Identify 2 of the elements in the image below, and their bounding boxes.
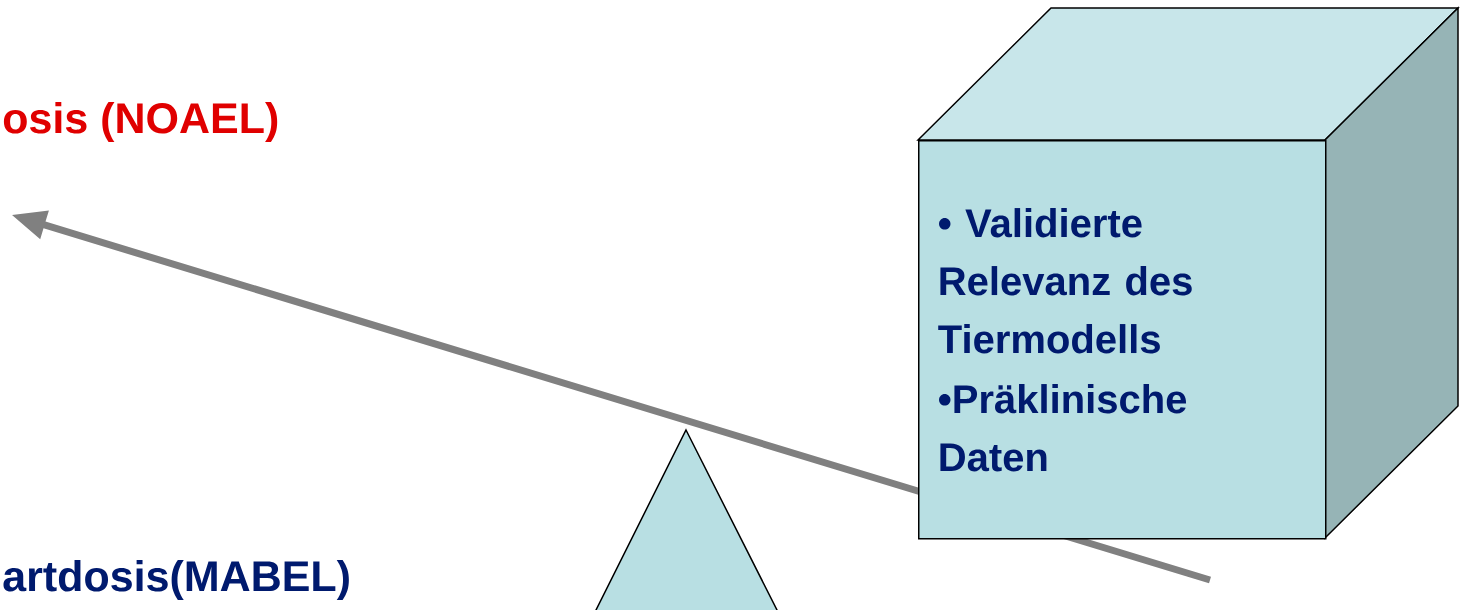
dose-label: artdosis(MABEL) [3,559,349,601]
dose-label: osis (NOAEL) [3,101,278,143]
